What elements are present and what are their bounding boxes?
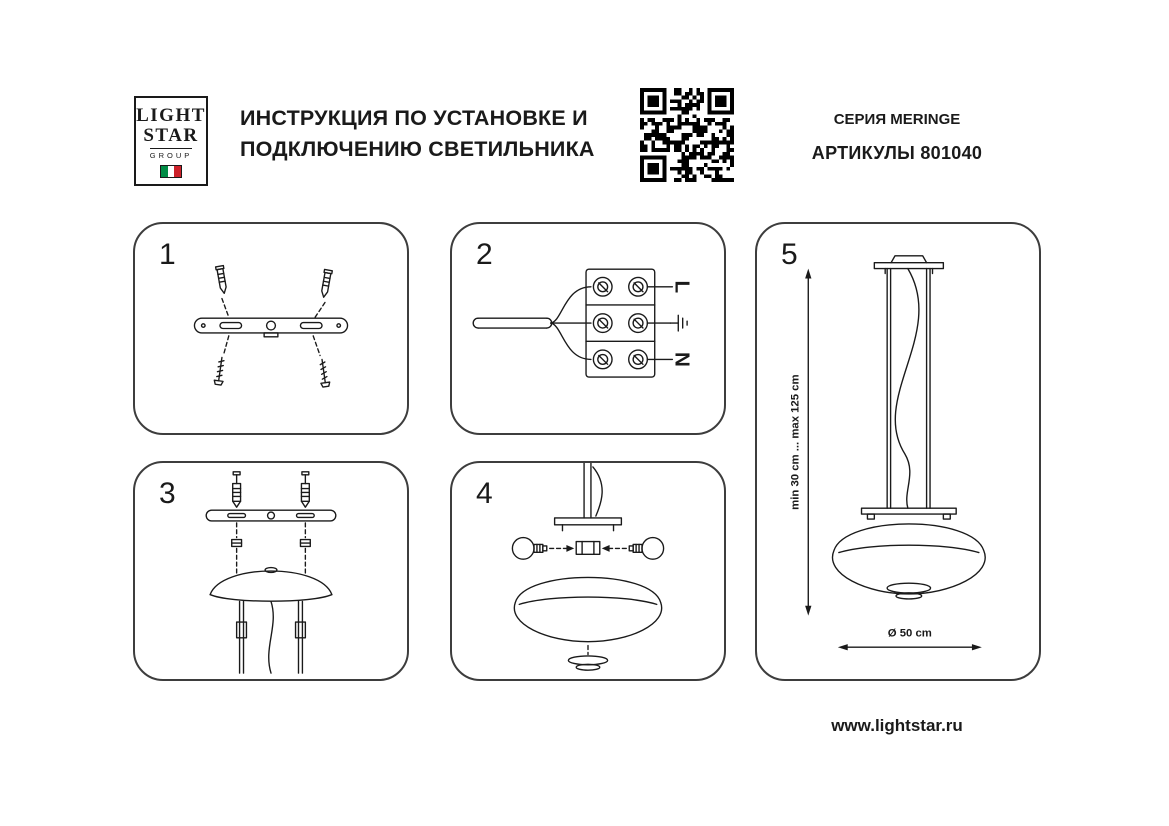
step-number-5: 5 (781, 238, 798, 271)
anchor-screw-left (232, 471, 242, 508)
shade-mount (860, 507, 957, 520)
logo-star: STAR (143, 124, 199, 146)
diameter-dimension: Ø 50 cm (837, 627, 982, 651)
step-number-2: 2 (476, 238, 493, 271)
title-line-1: ИНСТРУКЦИЯ ПО УСТАНОВКЕ И (240, 106, 588, 130)
step-number-4: 4 (476, 477, 493, 510)
lightstar-logo: LIGHT STAR GROUP (134, 96, 208, 186)
article-label: АРТИКУЛЫ 801040 (811, 143, 983, 163)
website-url: www.lightstar.ru (831, 716, 963, 735)
canopy (209, 566, 333, 602)
lamp-socket (575, 540, 601, 555)
step-panel-1: 1 (133, 222, 409, 435)
spacer-right (299, 538, 311, 548)
lamp-shade (513, 576, 663, 643)
diffuser (567, 644, 609, 671)
italy-flag-icon (160, 164, 182, 178)
power-cable (472, 286, 592, 361)
wiring-diagram: L N (472, 268, 694, 378)
label-live: L (671, 281, 694, 294)
screw-left (213, 356, 225, 386)
qr-code (640, 88, 734, 182)
canopy-assembly-diagram (205, 471, 337, 674)
product-info: СЕРИЯ MERINGE АРТИКУЛЫ 801040 (757, 111, 1037, 164)
spacer-left (231, 538, 243, 548)
ground-icon (669, 314, 688, 332)
shade-bulbs-diagram (511, 463, 665, 671)
bulb-right (628, 536, 665, 560)
label-neutral: N (671, 352, 694, 367)
step-panel-5: 5 (755, 222, 1041, 681)
logo-light: LIGHT (136, 105, 206, 127)
height-label: min 30 cm ... max 125 cm (789, 374, 801, 509)
terminal-leads (646, 286, 674, 361)
assembled-lamp-diagram: min 30 cm ... max 125 cm Ø 50 cm (789, 255, 986, 651)
logo-group: GROUP (149, 147, 193, 160)
height-dimension: min 30 cm ... max 125 cm (789, 268, 812, 616)
step-panel-2: 2 (450, 222, 726, 435)
qr-finder-patterns (640, 88, 734, 182)
title-line-2: ПОДКЛЮЧЕНИЮ СВЕТИЛЬНИКА (240, 137, 595, 161)
suspension-rods (886, 267, 931, 509)
screw-right (319, 358, 331, 388)
step-panel-3: 3 (133, 461, 409, 681)
suspension-rods (235, 600, 307, 674)
series-label: СЕРИЯ MERINGE (833, 111, 961, 128)
anchor-screw-right (300, 471, 310, 508)
bulb-left (511, 536, 548, 560)
lamp-shade (831, 523, 986, 600)
step-panel-4: 4 (450, 461, 726, 681)
mounting-strap-diagram (193, 264, 349, 388)
terminal-block (585, 268, 656, 378)
wall-plug-left (214, 264, 227, 294)
step-number-1: 1 (159, 238, 176, 271)
ceiling-mount (873, 255, 945, 275)
power-cord (894, 267, 920, 509)
wall-plug-right (321, 268, 333, 298)
diameter-label: Ø 50 cm (888, 627, 932, 639)
mounting-strap (193, 317, 349, 338)
page-title: ИНСТРУКЦИЯ ПО УСТАНОВКЕ И ПОДКЛЮЧЕНИЮ СВ… (240, 103, 595, 165)
step-number-3: 3 (159, 477, 176, 510)
mounting-strap (205, 509, 337, 522)
support-rod (553, 463, 623, 532)
